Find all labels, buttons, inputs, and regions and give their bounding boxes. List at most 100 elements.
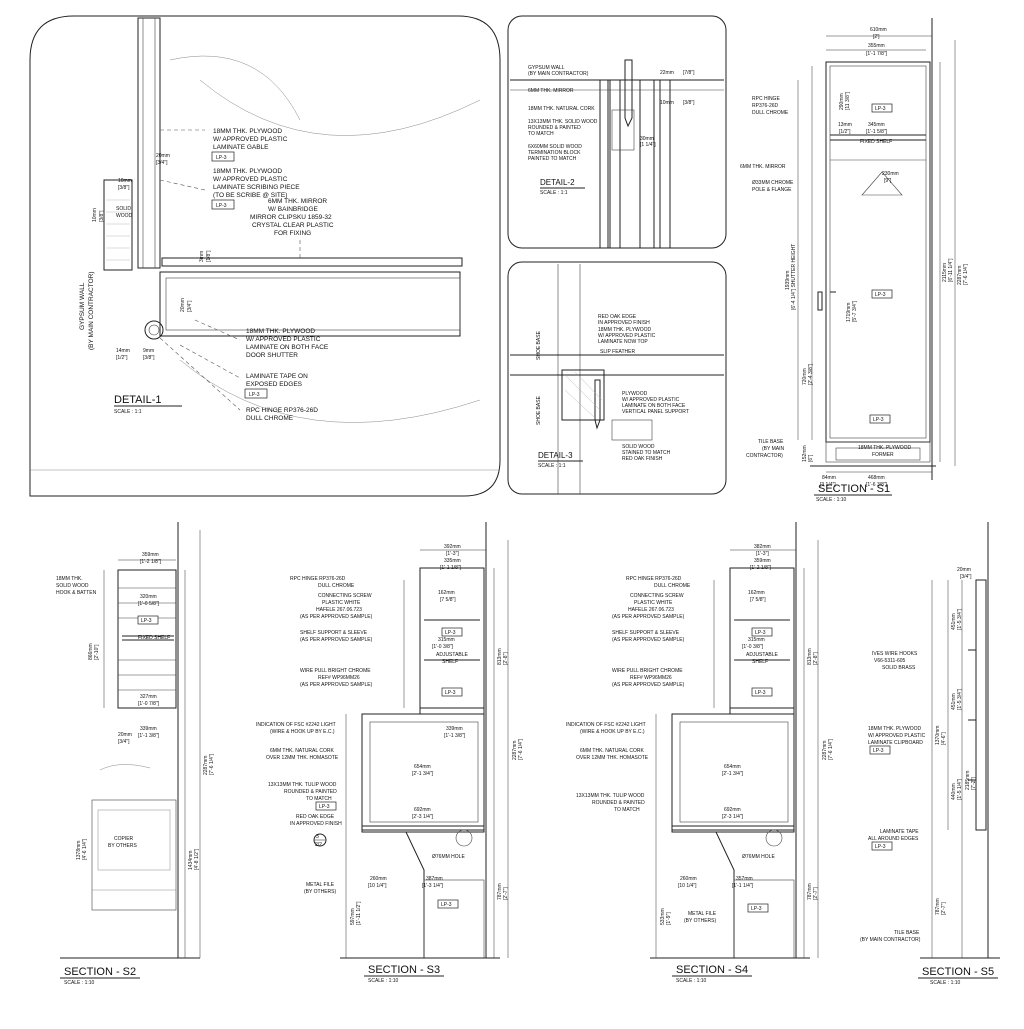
s1-note-4-l3: CONTRACTOR) (746, 453, 783, 459)
s5-title: SECTION - S5 (922, 966, 994, 978)
s4-tag-3: LP-3 (751, 906, 762, 912)
s3-note-8-l2: IN APPROVED FINISH (290, 821, 342, 827)
s1-dim-468-in: [1'-6 3/8"] (866, 482, 888, 488)
d3-note-11: SOLID WOOD (622, 444, 655, 450)
s5-note-3-l2: ALL AROUND EDGES (868, 836, 919, 842)
s3-note-6-l1: 6MM THK. NATURAL CORK (270, 748, 334, 754)
s1-dim-230-in: [9"] (884, 178, 892, 184)
s5-dim-2: [3/4"] (960, 574, 972, 580)
s4-dim-25: [2'-7"] (813, 887, 819, 900)
s3-callout-bottom: 2/2 (315, 842, 322, 848)
d1-dim-3: 3mm (199, 251, 205, 262)
s2-dim-4: [1'-0 5/8"] (138, 601, 160, 607)
s4-dim-13: 260mm (680, 876, 697, 882)
s4-dim-23: [1'-9"] (666, 912, 672, 925)
s3-tag-3: LP-3 (441, 902, 452, 908)
hinge-symbol (144, 320, 164, 340)
s5-note-2-l1: 18MM THK. PLYWOOD (868, 726, 922, 732)
s3-note-7-tag: LP-3 (319, 804, 330, 810)
s3-dim-11: 654mm (414, 764, 431, 770)
s2-note-l3: HOOK & BATTEN (56, 590, 97, 596)
s4-title: SECTION - S4 (676, 964, 748, 976)
d1-note-4-l1: 18MM THK. PLYWOOD (246, 328, 315, 335)
s3-scale: SCALE : 1:10 (368, 978, 399, 984)
d1-dim-14-in: [1/2"] (116, 355, 128, 361)
solid-wood-block (561, 369, 605, 421)
s5-tag-1: LP-3 (873, 748, 884, 754)
s2-dim-5: 327mm (140, 694, 157, 700)
section-s3: RPC HINGE RP376-26D DULL CHROME CONNECTI… (256, 522, 524, 984)
s1-dim-290: 290mm (839, 93, 845, 110)
s1-dim-84-in: [3 1/4"] (820, 482, 836, 488)
s4-note-1-l2: DULL CHROME (654, 583, 691, 589)
s5-note-2-l2: W/ APPROVED PLASTIC (868, 733, 926, 739)
d3-note-8: W/ APPROVED PLASTIC (622, 397, 680, 403)
d1-tag-1: LP-3 (216, 155, 227, 161)
s4-dim-3: 359mm (754, 558, 771, 564)
s3-note-9-l1: METAL FILE (306, 882, 335, 888)
laminate-gable (137, 17, 161, 269)
s4-note-6-l2: OVER 12MM THK. HOMASOTE (576, 755, 649, 761)
s4-dim-15: 357mm (736, 876, 753, 882)
s2-dim-3: 320mm (140, 594, 157, 600)
d1-tag-3: LP-3 (249, 392, 260, 398)
d3-note-6: SLIP FEATHER (600, 349, 635, 355)
s3-dim-1: 392mm (444, 544, 461, 550)
s1-note-1-l3: DULL CHROME (752, 110, 789, 116)
s3-note-4-l3: (AS PER APPROVED SAMPLE) (300, 682, 373, 688)
s4-tag-2: LP-3 (755, 690, 766, 696)
s2-dim-1: 359mm (142, 552, 159, 558)
d2-note-6: ROUNDED & PAINTED (528, 125, 581, 131)
s4-hole-label: Ø76MM HOLE (742, 854, 775, 860)
copier (91, 799, 177, 911)
s2-tag: LP-3 (141, 618, 152, 624)
d1-wall-label-1: GYPSUM WALL (79, 282, 86, 330)
s2-dim-9: 866mm (88, 643, 94, 660)
s3-dim-27: [2'-7"] (503, 887, 509, 900)
coat-hanger (861, 171, 903, 196)
s2-copier-1: COPIER (114, 836, 134, 842)
d1-note-5-l2: EXPOSED EDGES (246, 381, 303, 388)
s4-note-7-l3: TO MATCH (614, 807, 640, 813)
s2-dim-15: 1378mm (76, 841, 82, 860)
s4-note-2-l2: PLASTIC WHITE (634, 600, 673, 606)
screw (624, 59, 633, 128)
s1-dim-2115-in: [6'-11 1/4"] (948, 258, 954, 282)
s4-dim-5: 162mm (748, 590, 765, 596)
s3-tag-1: LP-3 (445, 630, 456, 636)
s3-dim-5: 162mm (438, 590, 455, 596)
s1-dim-84: 84mm (822, 475, 836, 481)
d2-dim-1: 22mm (660, 70, 674, 76)
d3-note-10: VERTICAL PANEL SUPPORT (622, 409, 689, 415)
s5-note-1-l1: IVES WIRE HOOKS (872, 651, 918, 657)
d2-title: DETAIL-2 (540, 178, 575, 187)
d2-note-1: GYPSUM WALL (528, 65, 565, 71)
s5-note-1-l2: V66-5311-605 (874, 658, 906, 664)
s4-note-5-l1: INDICATION OF FSC #2242 LIGHT (566, 722, 646, 728)
s2-note-l2: SOLID WOOD (56, 583, 89, 589)
s5-dim-4: [1'-5 3/4"] (957, 608, 963, 630)
s1-former-2: FORMER (872, 452, 894, 458)
s4-dim-24: 787mm (807, 883, 813, 900)
s4-note-1-l1: RPC HINGE RP376-26D (626, 576, 682, 582)
s1-note-1-l2: RP376-26D (752, 103, 779, 109)
detail-3-frame (507, 261, 727, 495)
s1-tag-1: LP-3 (875, 106, 886, 112)
s4-dim-17: 2287mm (822, 741, 828, 760)
s3-dim-15: 260mm (370, 876, 387, 882)
s1-note-4-l1: TILE BASE (758, 439, 784, 445)
d3-note-12: STAINED TO MATCH (622, 450, 671, 456)
s1-dim-1719: 1719mm (846, 303, 852, 322)
s4-dim-1: 382mm (754, 544, 771, 550)
d1-note-2-l2: W/ APPROVED PLASTIC (213, 176, 288, 183)
d1-note-2-l4: (TO BE SCRIBE @ SITE) (213, 192, 287, 199)
s3-dim-9: 339mm (446, 726, 463, 732)
s2-scale: SCALE : 1:10 (64, 980, 95, 986)
s4-note-2-l1: CONNECTING SCREW (630, 593, 684, 599)
d2-scale: SCALE : 1:1 (540, 190, 568, 196)
s5-note-2-l3: LAMINATE CLIPBOARD (868, 740, 923, 746)
s2-title: SECTION - S2 (64, 966, 136, 978)
s3-dim-12: [2'-1 3/4"] (412, 771, 434, 777)
s3-tag-2: LP-3 (445, 690, 456, 696)
s2-dim-10: [2'-10"] (94, 644, 100, 660)
